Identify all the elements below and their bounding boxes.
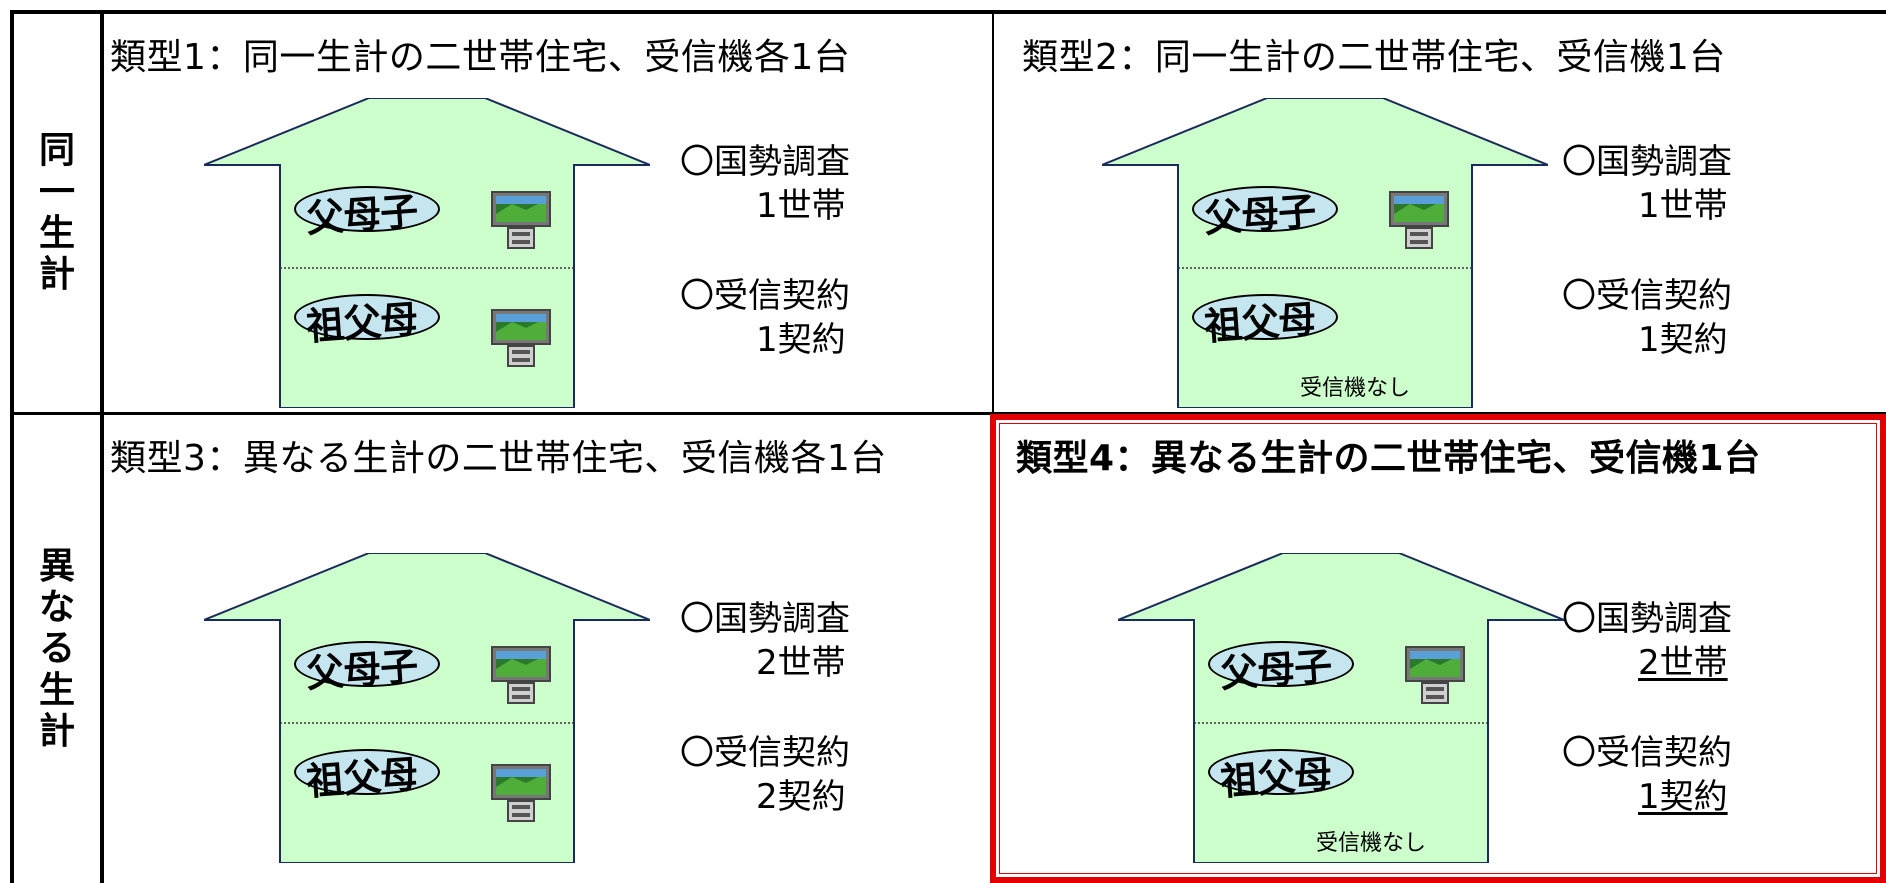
tv-icon [490,190,554,250]
cell-title: 類型4：異なる生計の二世帯住宅、受信機1台 [1016,438,1761,479]
person-oval [294,749,440,795]
no-receiver-note: 受信機なし [1300,376,1411,401]
house-shape [204,553,650,863]
house-shape [1118,553,1564,863]
person-upper-label: 父母子 [1218,644,1333,696]
house-icon [204,98,650,408]
census-value: 2世帯 [756,643,846,683]
contract-label: 〇受信契約 [680,733,850,773]
person-oval [294,294,440,340]
row-label-char: 生 [38,213,75,254]
cell-type-3: 類型3：異なる生計の二世帯住宅、受信機各1台 父母子 祖父母 [104,415,992,883]
tv-icon [1388,190,1452,250]
person-lower-label: 祖父母 [1202,297,1317,349]
stats-block: 〇国勢調査 2世帯 〇受信契約 2契約 [680,597,850,819]
contract-label: 〇受信契約 [1562,733,1732,773]
row-label-char: る [38,628,75,670]
person-lower-label: 祖父母 [304,297,419,349]
person-oval [294,641,440,687]
person-upper: 父母子 [1192,186,1338,241]
person-lower-label: 祖父母 [304,752,419,804]
person-upper: 父母子 [294,186,440,241]
census-value: 2世帯 [1638,643,1728,683]
cell-title: 類型2：同一生計の二世帯住宅、受信機1台 [1022,37,1726,78]
person-upper: 父母子 [1208,641,1354,696]
person-oval [1192,186,1338,232]
cell-type-2: 類型2：同一生計の二世帯住宅、受信機1台 父母子 祖父母 [994,14,1886,412]
house-shape [204,98,650,408]
contract-label: 〇受信契約 [1562,276,1732,316]
person-oval [1192,294,1338,340]
column-divider [992,10,994,414]
row-label-char: 同 [38,130,75,172]
person-lower: 祖父母 [294,294,440,349]
row-label-char: 異 [38,545,75,587]
person-upper-label: 父母子 [1202,189,1317,241]
cell-title: 類型3：異なる生計の二世帯住宅、受信機各1台 [110,438,887,479]
contract-value-line: 1契約 [1562,775,1732,819]
stats-block: 〇国勢調査 1世帯 〇受信契約 1契約 [680,140,850,362]
person-oval [1208,749,1354,795]
row-label-char: 一 [38,171,75,213]
person-lower: 祖父母 [1192,294,1338,349]
house-icon [204,553,650,863]
tv-icon [490,645,554,705]
person-upper-label: 父母子 [304,189,419,241]
house-icon [1102,98,1548,408]
census-label: 〇国勢調査 [680,142,850,182]
census-value-line: 1世帯 [680,184,850,228]
contract-value-line: 1契約 [680,318,850,362]
cell-type-4: 類型4：異なる生計の二世帯住宅、受信機1台 父母子 祖父母 [994,415,1886,883]
census-value-line: 1世帯 [1562,184,1732,228]
row-label-char: 計 [38,711,75,753]
person-upper: 父母子 [294,641,440,696]
row-label-char: 計 [38,254,75,296]
house-shape [1102,98,1548,408]
contract-label: 〇受信契約 [680,276,850,316]
stats-block: 〇国勢調査 2世帯 〇受信契約 1契約 [1562,597,1732,819]
table-frame [10,10,1886,883]
row-label-char: 生 [38,669,75,711]
census-value: 1世帯 [1638,186,1728,226]
contract-value-line: 2契約 [680,775,850,819]
label-column-divider [100,10,104,883]
row-divider [10,412,1886,415]
person-lower: 祖父母 [294,749,440,804]
tv-icon [490,763,554,823]
cell-title: 類型1：同一生計の二世帯住宅、受信機各1台 [110,37,851,78]
contract-value-line: 1契約 [1562,318,1732,362]
contract-value: 1契約 [1638,320,1728,360]
house-icon [1118,553,1564,863]
person-oval [1208,641,1354,687]
person-lower-label: 祖父母 [1218,752,1333,804]
contract-value: 1契約 [756,320,846,360]
no-receiver-note: 受信機なし [1316,831,1427,856]
row-label-same-household: 同 一 生 計 [14,14,100,412]
census-label: 〇国勢調査 [680,599,850,639]
census-label: 〇国勢調査 [1562,142,1732,182]
contract-value: 2契約 [756,777,846,817]
census-label: 〇国勢調査 [1562,599,1732,639]
highlight-frame [990,414,1886,883]
census-value-line: 2世帯 [680,641,850,685]
contract-value: 1契約 [1638,777,1728,817]
census-value: 1世帯 [756,186,846,226]
person-oval [294,186,440,232]
census-value-line: 2世帯 [1562,641,1732,685]
row-label-different-household: 異 な る 生 計 [14,415,100,883]
cell-type-1: 類型1：同一生計の二世帯住宅、受信機各1台 父母子 祖父母 [104,14,992,412]
tv-icon [1404,645,1468,705]
person-lower: 祖父母 [1208,749,1354,804]
tv-icon [490,308,554,368]
row-label-char: な [38,586,75,628]
person-upper-label: 父母子 [304,644,419,696]
stats-block: 〇国勢調査 1世帯 〇受信契約 1契約 [1562,140,1732,362]
